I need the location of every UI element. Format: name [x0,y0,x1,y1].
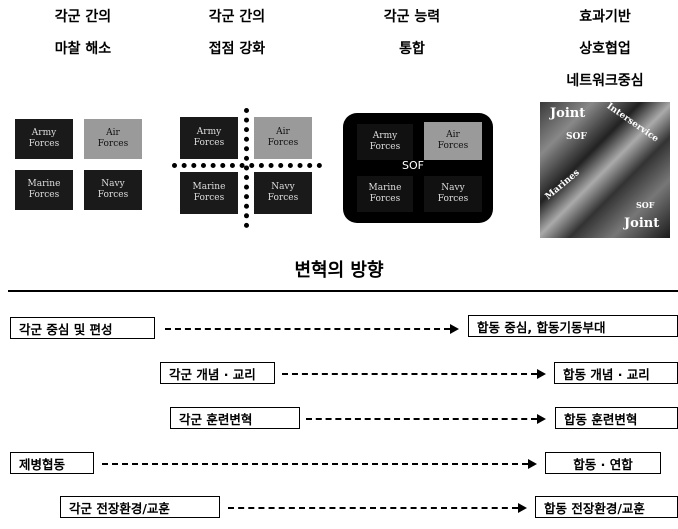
row-4-arrow-line [102,463,528,465]
header-1-line2: 마찰 해소 [54,41,112,57]
row-4-arrowhead [528,459,537,469]
row-3-arrow-line [306,418,537,420]
header-1-line1: 각군 간의 [54,9,112,25]
row-1-arrow-line [165,328,450,330]
marines-label: Marines [543,167,582,203]
navy-forces-box-1: Navy Forces [84,170,142,210]
air-forces-box-3: Air Forces [424,122,482,160]
row-2-arrow-line [282,373,537,375]
row-4-from: 제병협동 [10,452,94,474]
section-divider [8,290,678,292]
row-5-from: 각군 전장환경/교훈 [60,496,220,518]
header-3-line2: 통합 [399,41,425,57]
sof-bottom-label: SOF [636,200,655,210]
row-4-to: 합동 · 연합 [545,452,661,474]
header-2-line2: 접점 강화 [208,41,266,57]
joint-bottom-label: Joint [624,216,660,231]
row-2-from: 각군 개념 · 교리 [160,362,275,384]
row-2-arrowhead [537,369,546,379]
header-3-line1: 각군 능력 [383,9,441,25]
air-forces-box-2: Air Forces [254,117,312,159]
intersection-horizontal-divider [172,163,322,168]
air-forces-box-1: Air Forces [84,119,142,159]
row-1-arrowhead [450,324,459,334]
row-3-arrowhead [537,414,546,424]
interservice-label: Interservice [604,102,661,145]
row-3-from: 각군 훈련변혁 [170,407,300,429]
header-2-line1: 각군 간의 [208,9,266,25]
section-title: 변혁의 방향 [294,260,384,281]
row-5-to: 합동 전장환경/교훈 [535,496,678,518]
joint-top-label: Joint [550,106,586,121]
row-3-to: 합동 훈련변혁 [555,407,678,429]
marine-forces-box-1: Marine Forces [15,170,73,210]
army-forces-box-3: Army Forces [357,124,413,160]
row-5-arrowhead [518,503,527,513]
row-5-arrow-line [228,507,518,509]
header-4-line3: 네트워크중심 [566,73,644,89]
army-forces-box-1: Army Forces [15,119,73,159]
row-1-from: 각군 중심 및 편성 [10,317,155,339]
navy-forces-box-2: Navy Forces [254,172,312,214]
header-4-line1: 효과기반 [579,9,631,25]
intersection-vertical-divider [244,108,249,228]
row-1-to: 합동 중심, 합동기동부대 [468,315,678,337]
sof-top-label: SOF [566,132,587,142]
army-forces-box-2: Army Forces [180,117,238,159]
marine-forces-box-2: Marine Forces [180,172,238,214]
navy-forces-box-3: Navy Forces [424,176,482,212]
joint-network-image: Joint SOF Interservice Marines SOF Joint [540,102,670,238]
marine-forces-box-3: Marine Forces [357,176,413,212]
row-2-to: 합동 개념 · 교리 [554,362,678,384]
header-4-line2: 상호협업 [579,41,631,57]
sof-label-3: SOF [402,159,424,172]
